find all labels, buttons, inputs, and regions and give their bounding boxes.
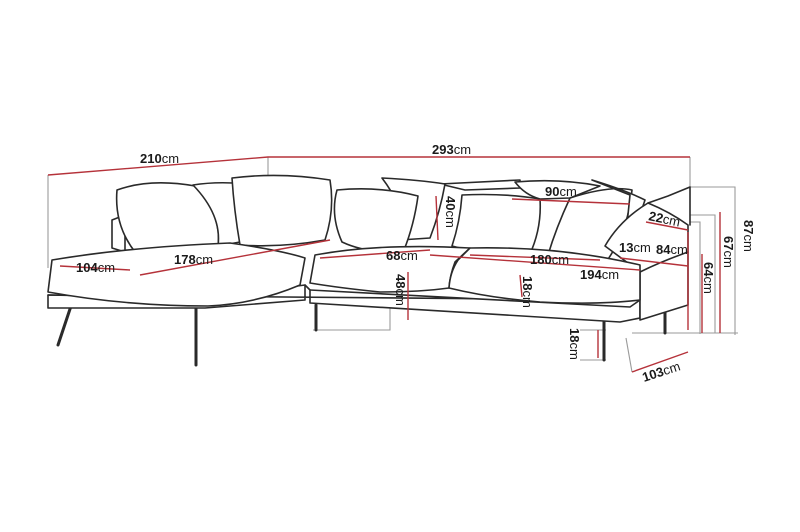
label-arm-height: 67cm — [721, 236, 736, 268]
dimension-labels: 210cm 293cm 90cm 40cm 22cm 87cm 67cm 64c… — [76, 142, 756, 385]
reference-lines — [47, 157, 738, 373]
label-total-depth: 103cm — [640, 359, 682, 385]
label-cushion-thickness: 18cm — [520, 276, 535, 308]
label-back-width-right: 90cm — [545, 184, 577, 199]
label-arm-width: 22cm — [647, 208, 681, 229]
label-leg-height: 18cm — [567, 328, 582, 360]
label-seat-depth-mid: 68cm — [386, 248, 418, 263]
label-arm-top: 13cm — [619, 240, 651, 255]
label-chaise-seat-length: 178cm — [174, 252, 213, 267]
seat-cushions — [47, 242, 641, 307]
dimension-lines — [47, 156, 721, 373]
label-seat-height: 48cm — [393, 274, 408, 306]
label-seat-width-total: 194cm — [580, 267, 619, 282]
label-back-support-height: 64cm — [701, 262, 716, 294]
label-arm-depth: 84cm — [656, 242, 688, 257]
label-total-height: 87cm — [741, 220, 756, 252]
label-chaise-width: 104cm — [76, 260, 115, 275]
label-total-length: 293cm — [432, 142, 471, 157]
label-chaise-length: 210cm — [140, 151, 179, 166]
label-seat-width-right: 180cm — [530, 252, 569, 267]
sofa-legs — [56, 301, 667, 367]
label-back-height: 40cm — [443, 196, 458, 228]
